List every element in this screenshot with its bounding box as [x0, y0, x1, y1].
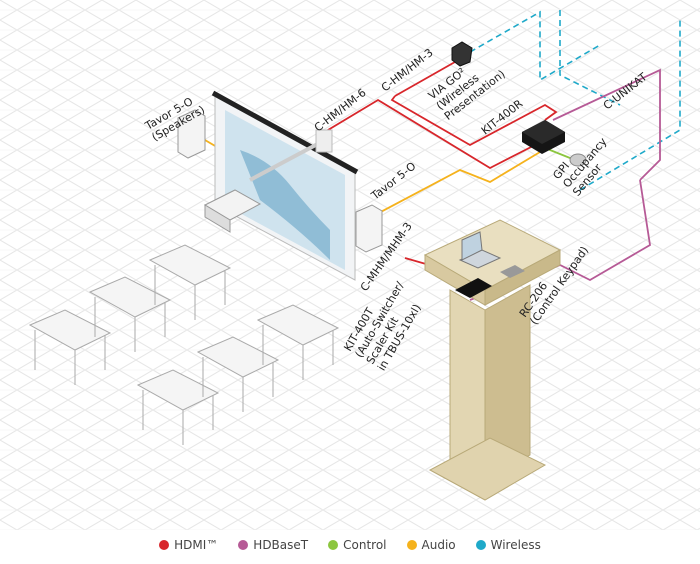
projector — [203, 129, 333, 233]
kit-400r-device — [522, 120, 565, 154]
occupancy-sensor — [569, 153, 587, 167]
legend-item-audio: Audio — [406, 538, 456, 552]
classroom-tables — [28, 244, 340, 445]
wireless-links — [469, 10, 681, 191]
speaker-left — [177, 109, 206, 159]
legend-label: Audio — [421, 538, 456, 552]
legend-label: HDBaseT — [253, 538, 309, 552]
legend-dot — [159, 540, 170, 550]
legend-dot — [406, 540, 417, 550]
legend-item-hdmi: HDMI™ — [159, 538, 218, 552]
projection-screen — [211, 90, 359, 281]
signal-legend: HDMI™ HDBaseT Control Audio Wireless — [0, 538, 700, 552]
legend-item-hdbaset: HDBaseT — [238, 538, 308, 552]
legend-label: HDMI™ — [174, 538, 219, 552]
legend-dot — [475, 540, 486, 550]
speaker-right — [355, 204, 383, 253]
podium-lectern — [423, 219, 562, 501]
legend-item-wireless: Wireless — [475, 538, 541, 552]
legend-dot — [328, 540, 339, 550]
legend-label: Wireless — [490, 538, 541, 552]
legend-dot — [238, 540, 249, 550]
legend-label: Control — [343, 538, 387, 552]
via-go-device — [451, 41, 473, 67]
legend-item-control: Control — [328, 538, 387, 552]
